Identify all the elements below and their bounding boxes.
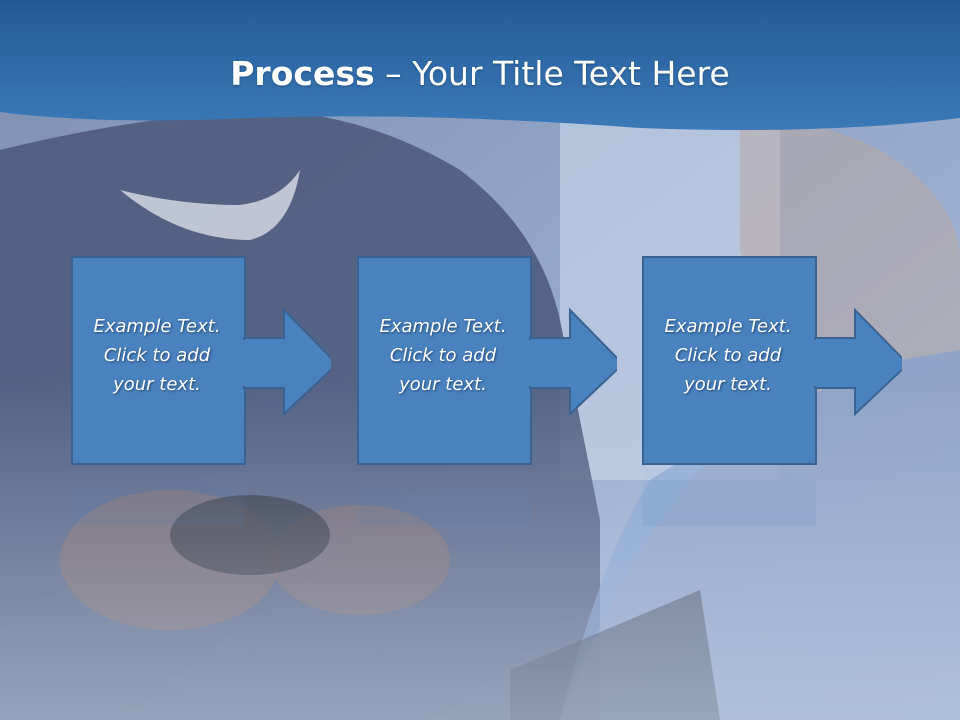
step-text-line: your text. (113, 374, 201, 395)
step-arrow-shape (71, 256, 331, 526)
step-text-line: Example Text. (664, 316, 792, 337)
step-arrow-shape (642, 256, 902, 526)
step-text-line: your text. (399, 374, 487, 395)
step-text[interactable]: Example Text. Click to add your text. (357, 312, 529, 399)
step-text[interactable]: Example Text. Click to add your text. (71, 312, 243, 399)
step-text[interactable]: Example Text. Click to add your text. (642, 312, 814, 399)
process-step-2[interactable]: Example Text. Click to add your text. (357, 256, 617, 526)
slide-title[interactable]: Process – Your Title Text Here (0, 52, 960, 96)
step-text-line: your text. (684, 374, 772, 395)
title-rest: – Your Title Text Here (374, 54, 730, 93)
step-arrow-shape (357, 256, 617, 526)
title-bold: Process (230, 54, 375, 93)
step-text-line: Example Text. (93, 316, 221, 337)
step-text-line: Click to add (103, 345, 211, 366)
process-step-3[interactable]: Example Text. Click to add your text. (642, 256, 902, 526)
step-text-line: Click to add (389, 345, 497, 366)
step-text-line: Example Text. (379, 316, 507, 337)
step-text-line: Click to add (674, 345, 782, 366)
process-step-1[interactable]: Example Text. Click to add your text. (71, 256, 331, 526)
